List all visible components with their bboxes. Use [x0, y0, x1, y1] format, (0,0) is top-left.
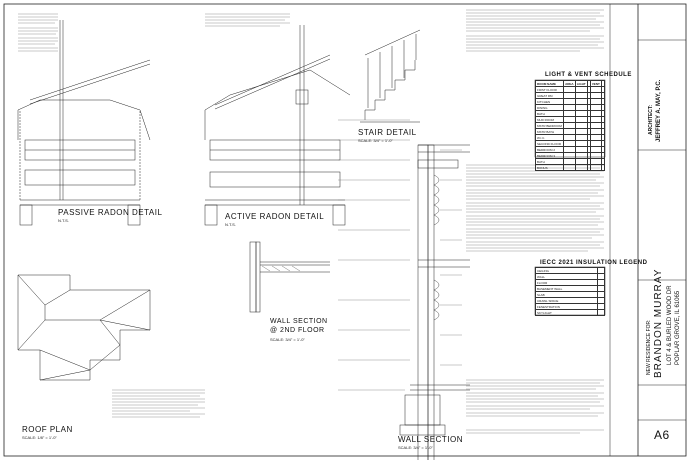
light-vent-title: LIGHT & VENT SCHEDULE: [545, 72, 632, 78]
stair-drawing: [360, 29, 421, 123]
table-row: SKYLIGHT: [534, 309, 605, 316]
client-name: BRANDON MURRAY: [653, 268, 664, 378]
wall-2nd-scale: SCALE: 3/4" = 1'-0": [270, 337, 305, 342]
passive-radon-scale: N.T.S.: [58, 218, 69, 223]
table-cell: [600, 164, 606, 171]
roof-plan-scale: SCALE: 1/8" = 1'-0": [22, 435, 57, 440]
passive-radon-drawing: [17, 20, 151, 226]
active-radon-scale: N.T.S.: [225, 222, 236, 227]
wall-section-scale: SCALE: 3/4" = 1'-0": [398, 445, 433, 450]
project-lot: LOT 4 & BURLED WOOD DR: [667, 285, 673, 365]
table-cell: [597, 309, 605, 316]
table-cell: [563, 164, 576, 171]
table-cell: [589, 164, 602, 171]
table-cell: BONUS: [534, 164, 565, 171]
sheet-number: A6: [654, 428, 670, 442]
table-row: BEDROOM 2: [534, 146, 606, 153]
wall-section-2nd-drawing: [249, 241, 330, 313]
stair-scale: SCALE: 3/4" = 1'-0": [358, 138, 393, 143]
passive-radon-title: PASSIVE RADON DETAIL: [58, 208, 163, 217]
table-row: BONUS: [534, 164, 606, 171]
annotation-lines: [18, 9, 604, 434]
wall-2nd-title-2: @ 2ND FLOOR: [270, 327, 325, 334]
roof-plan-title: ROOF PLAN: [22, 425, 73, 434]
active-radon-title: ACTIVE RADON DETAIL: [225, 212, 325, 221]
table-cell: [574, 164, 588, 171]
table-cell: SKYLIGHT: [534, 309, 599, 316]
project-label: NEW RESIDENCE FOR:: [646, 319, 652, 375]
wall-2nd-title-1: WALL SECTION: [270, 318, 328, 325]
architect-name: JEFFREY A. MAY, P.C.: [656, 79, 662, 142]
iecc-title: IECC 2021 INSULATION LEGEND: [540, 260, 648, 266]
wall-section-title: WALL SECTION: [398, 435, 463, 444]
active-radon-drawing: [204, 25, 351, 226]
project-city: POPLAR GROVE, IL 61065: [675, 290, 681, 365]
stair-title: STAIR DETAIL: [358, 128, 417, 137]
architect-label: ARCHITECT:: [648, 105, 654, 135]
wall-section-main-drawing: [399, 144, 470, 460]
roof-plan-drawing: [17, 274, 151, 381]
